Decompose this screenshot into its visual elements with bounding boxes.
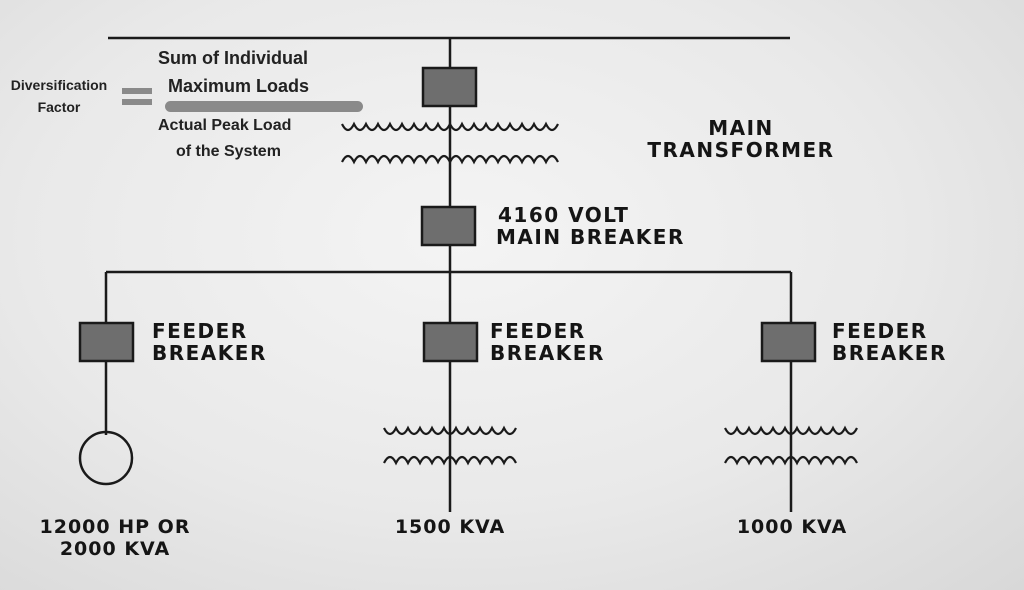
equals-sign-top <box>122 88 152 94</box>
load-2-line1: 1500 KVA <box>394 516 506 538</box>
feeder-2-transformer-primary-coil <box>383 425 517 436</box>
load-1-line1: 12000 HP OR <box>39 516 191 538</box>
main-disconnect-box <box>421 66 478 108</box>
fraction-bar <box>165 101 363 112</box>
main-breaker-line2: MAIN BREAKER <box>496 225 685 249</box>
feeder-2-transformer-secondary-coil <box>383 455 517 466</box>
feeder-2-line2: BREAKER <box>490 341 605 365</box>
main-transformer-primary-coil <box>341 121 559 132</box>
diversification-factor-label: Diversification Factor <box>0 74 118 118</box>
denominator-line1: Actual Peak Load <box>158 117 292 134</box>
feeder-1-line1: FEEDER <box>152 319 248 343</box>
load-3-label: 1000 KVA <box>712 516 872 538</box>
main-breaker-line1: 4160 VOLT <box>498 203 630 227</box>
feeder-1-breaker-box <box>78 321 135 363</box>
main-transformer-secondary-coil <box>341 154 559 165</box>
feeder-1-label: FEEDER BREAKER <box>152 320 267 364</box>
equals-sign-bottom <box>122 99 152 105</box>
main-breaker-label: 4160 VOLT MAIN BREAKER <box>496 204 685 248</box>
load-1-label: 12000 HP OR 2000 KVA <box>10 516 220 560</box>
feeder-2-line1: FEEDER <box>490 319 586 343</box>
load-2-label: 1500 KVA <box>370 516 530 538</box>
feeder-3-transformer-primary-coil <box>724 425 858 436</box>
feeder-2-label: FEEDER BREAKER <box>490 320 605 364</box>
left-label-line2: Factor <box>37 99 81 115</box>
feeder-1-line2: BREAKER <box>152 341 267 365</box>
feeder-3-transformer-secondary-coil <box>724 455 858 466</box>
feeder-3-breaker-box <box>760 321 817 363</box>
feeder-3-label: FEEDER BREAKER <box>832 320 947 364</box>
main-transformer-line1: MAIN <box>708 116 774 140</box>
feeder-3-line1: FEEDER <box>832 319 928 343</box>
feeder-2-breaker-box <box>422 321 479 363</box>
motor-load-circle <box>78 430 134 486</box>
main-breaker-box <box>420 205 477 247</box>
denominator-line2: of the System <box>176 143 281 160</box>
load-1-line2: 2000 KVA <box>59 538 171 560</box>
left-label-line1: Diversification <box>10 77 108 93</box>
numerator-line1: Sum of Individual <box>158 48 309 68</box>
main-transformer-line2: TRANSFORMER <box>647 138 835 162</box>
feeder-3-line2: BREAKER <box>832 341 947 365</box>
main-transformer-label: MAIN TRANSFORMER <box>622 117 860 161</box>
numerator-line2: Maximum Loads <box>168 76 310 96</box>
load-3-line1: 1000 KVA <box>736 516 848 538</box>
